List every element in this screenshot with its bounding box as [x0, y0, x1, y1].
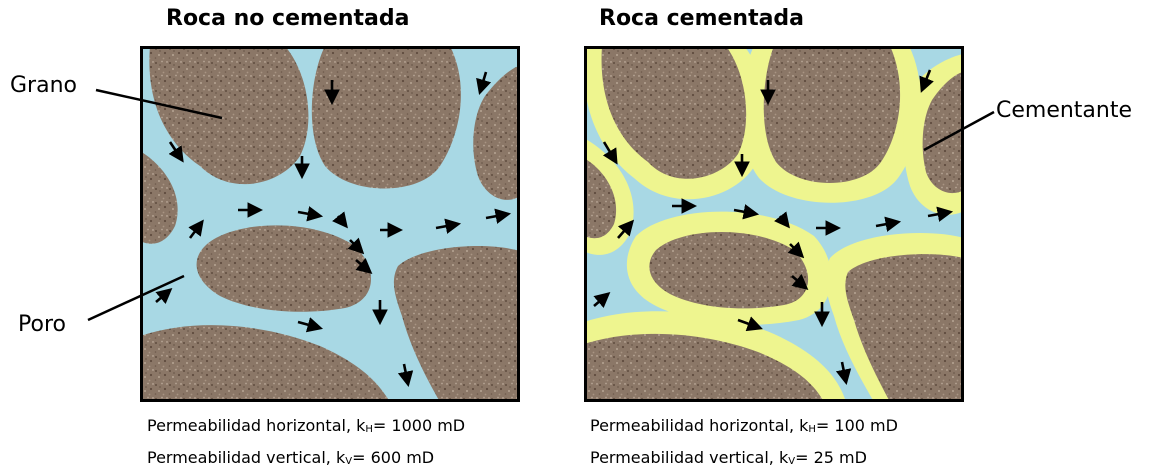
left-panel-title: Roca no cementada — [166, 6, 409, 31]
right-panel-title: Roca cementada — [599, 6, 804, 31]
right-horizontal-permeability: Permeabilidad horizontal, kH= 100 mD — [590, 412, 898, 444]
cemented-rock-diagram — [584, 46, 964, 402]
grain-top-middle — [764, 46, 900, 183]
right-caption: Permeabilidad horizontal, kH= 100 mD Per… — [590, 412, 898, 476]
right-vertical-permeability: Permeabilidad vertical, kV= 25 mD — [590, 444, 898, 476]
grain-top-middle — [312, 46, 461, 189]
left-vertical-permeability: Permeabilidad vertical, kV= 600 mD — [147, 444, 465, 476]
cement-label: Cementante — [996, 98, 1132, 123]
pore-label: Poro — [18, 312, 66, 337]
left-caption: Permeabilidad horizontal, kH= 1000 mD Pe… — [147, 412, 465, 476]
grain-label: Grano — [10, 73, 77, 98]
uncemented-rock-diagram — [140, 46, 520, 402]
left-horizontal-permeability: Permeabilidad horizontal, kH= 1000 mD — [147, 412, 465, 444]
